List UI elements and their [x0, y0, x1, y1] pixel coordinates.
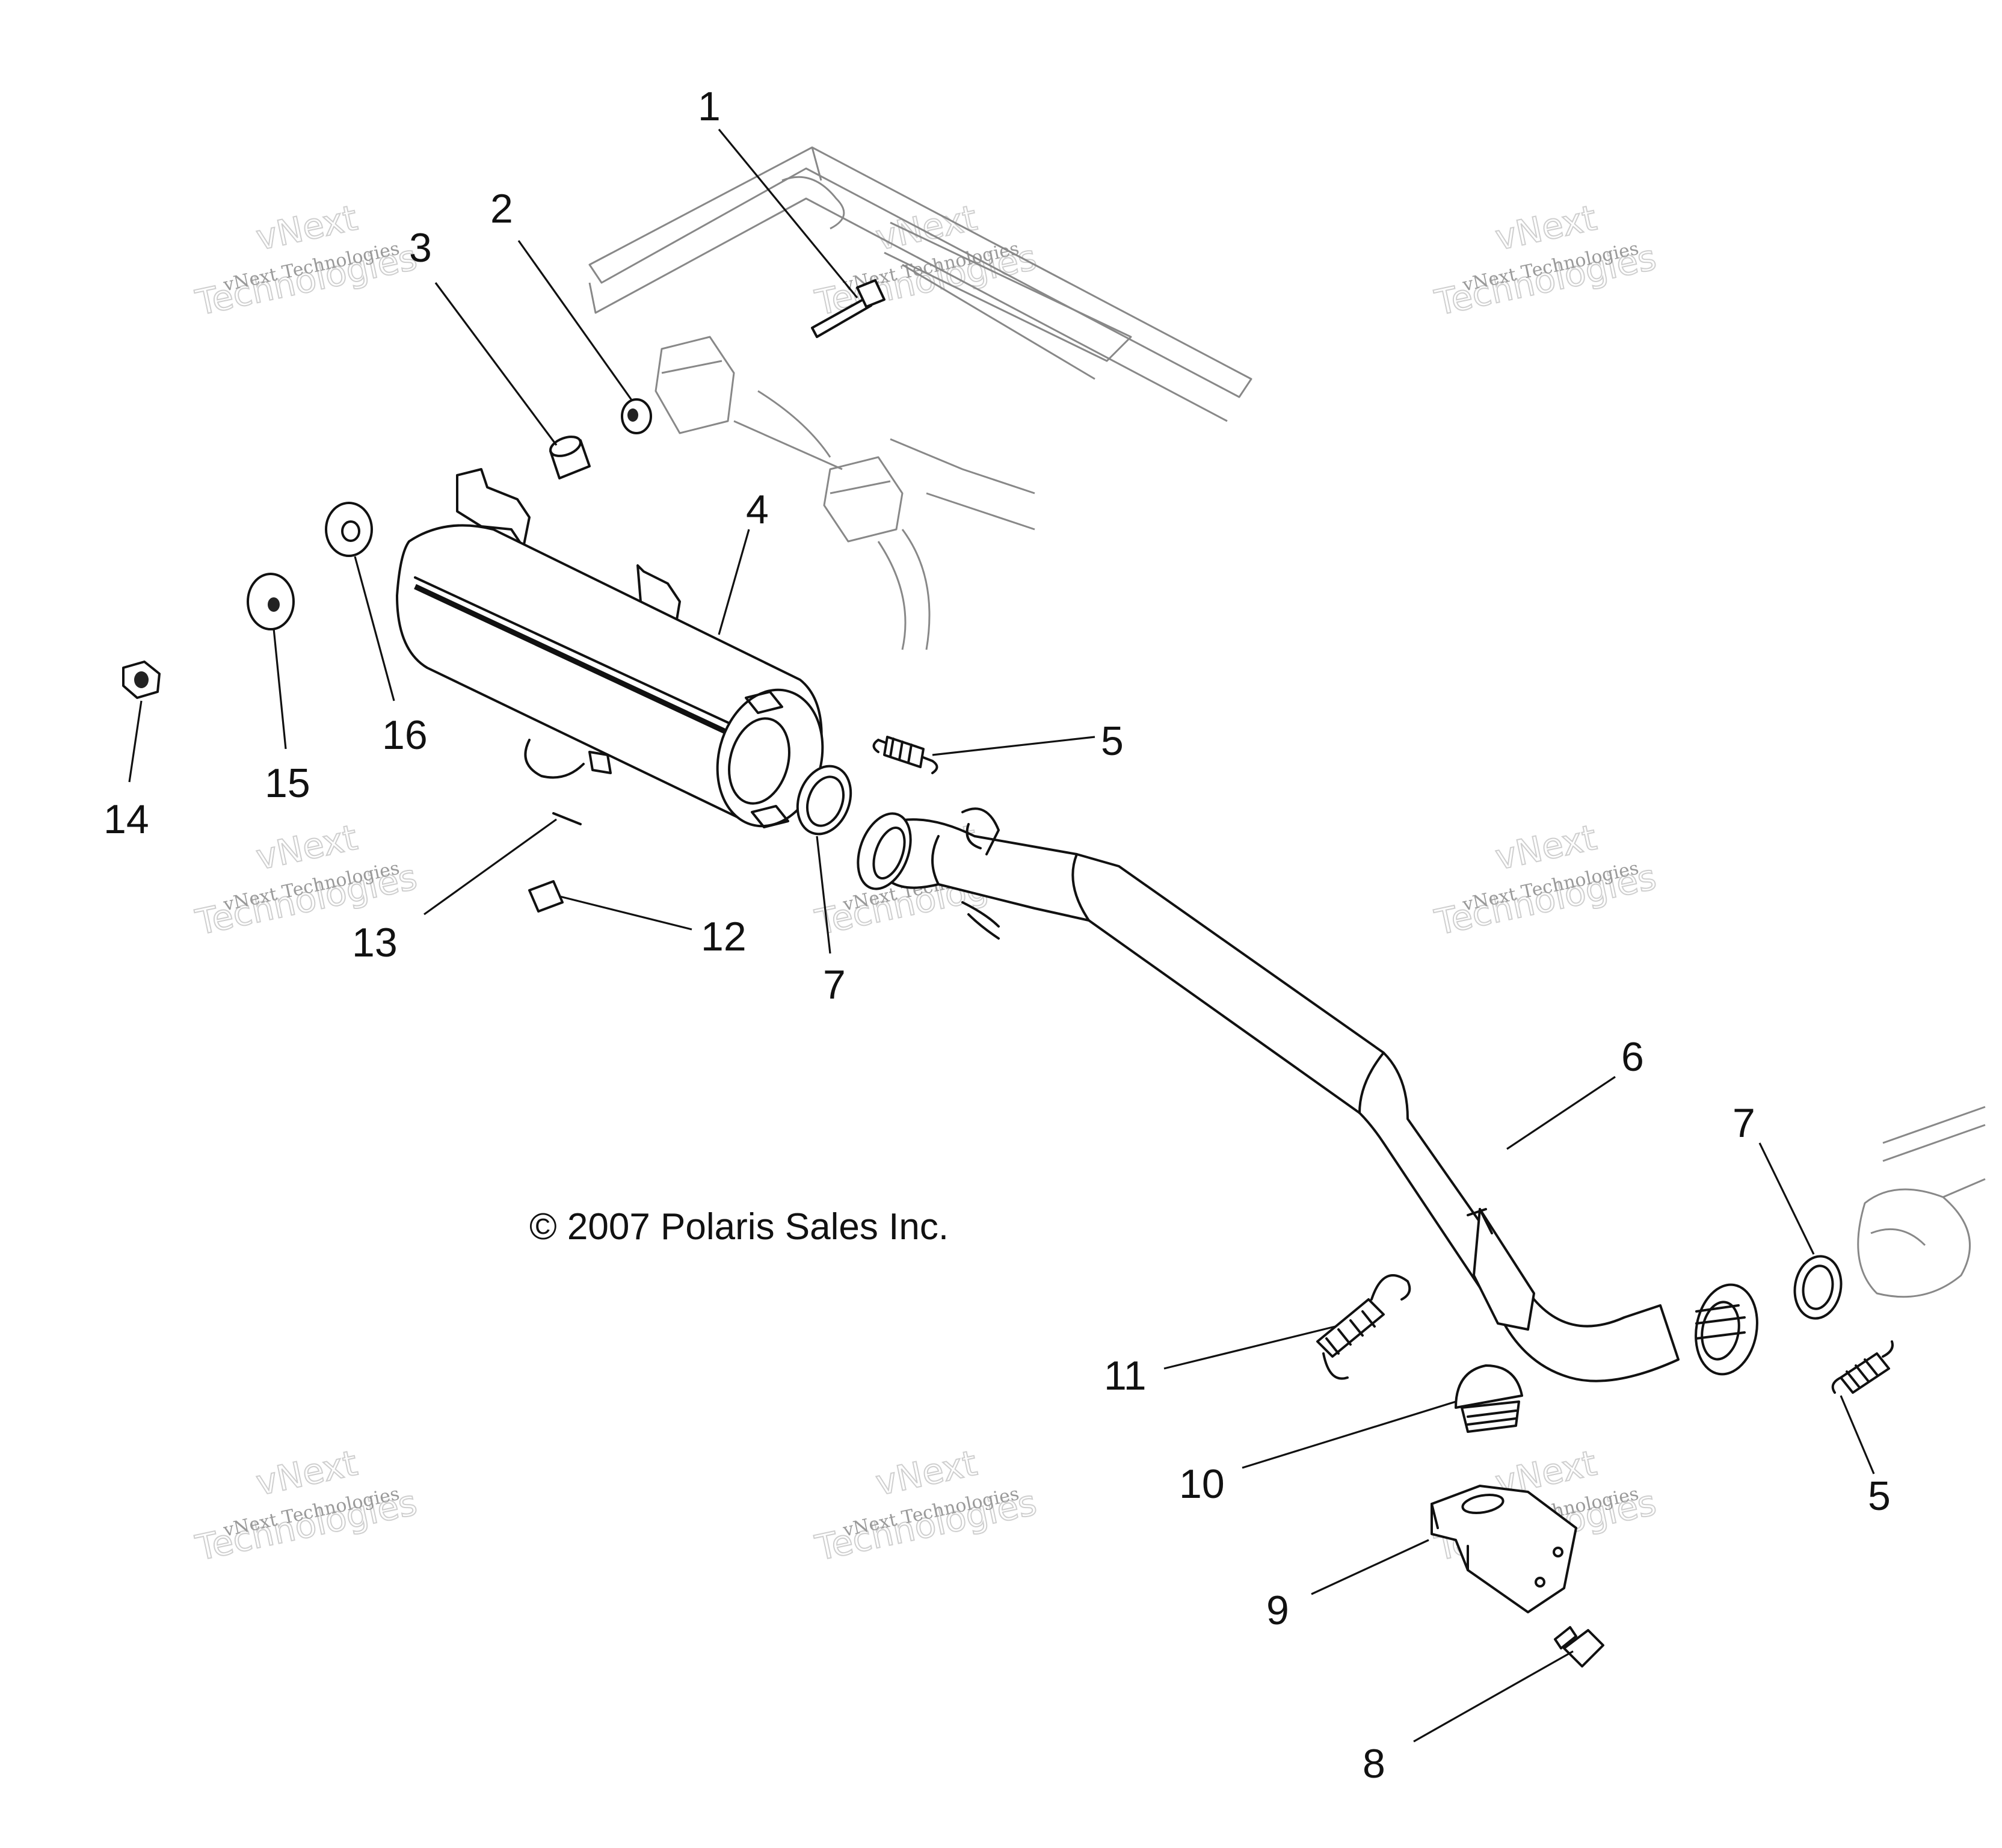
callout-4: 4: [746, 487, 769, 532]
washer-part-15: [247, 573, 295, 630]
leader-2: [517, 240, 633, 401]
spring-part-5a: [872, 736, 938, 774]
callout-9: 9: [1266, 1588, 1289, 1633]
callout-14: 14: [103, 796, 149, 842]
watermark: Technologies vNext vNext Technologies: [811, 1442, 1041, 1569]
leader-16: [354, 556, 395, 701]
callout-1: 1: [698, 84, 721, 129]
leader-13: [424, 818, 557, 916]
copyright-text: © 2007 Polaris Sales Inc.: [529, 1206, 949, 1248]
leader-9: [1311, 1539, 1429, 1595]
callout-5a: 5: [1101, 718, 1124, 764]
damper-part-10: [1455, 1364, 1523, 1433]
callout-12: 12: [701, 914, 747, 959]
leader-7b: [1758, 1142, 1815, 1255]
sleeve-part-3: [549, 436, 591, 479]
callout-2: 2: [490, 186, 513, 232]
cotter-part-13: [552, 812, 582, 825]
spring-part-11: [1316, 1274, 1411, 1380]
leader-12: [559, 895, 692, 931]
leader-10: [1242, 1400, 1456, 1469]
callout-labels: 1 2 3 4 5 5 6 7 7 8 9 10 11 12 13 14 15 …: [103, 84, 1891, 1787]
leader-lines: [128, 128, 1875, 1743]
exhaust-pipe-part-6: [857, 807, 1758, 1382]
watermark: Technologies vNext vNext Technologies: [191, 1442, 421, 1569]
gasket-part-7b: [1793, 1255, 1843, 1320]
callout-5b: 5: [1868, 1473, 1891, 1519]
watermark: Technologies vNext vNext Technologies: [191, 197, 421, 324]
callout-6: 6: [1621, 1034, 1644, 1080]
bolt-part-1: [811, 279, 886, 338]
leader-3: [434, 282, 558, 446]
gasket-part-7a: [796, 765, 852, 836]
leader-14: [128, 700, 143, 783]
pin-part-12: [528, 880, 564, 913]
leader-5b: [1840, 1395, 1875, 1474]
callout-10: 10: [1179, 1461, 1225, 1507]
leader-8: [1413, 1650, 1574, 1743]
muffler-part-4: [396, 468, 824, 828]
leader-1: [718, 128, 858, 299]
spring-part-5b: [1831, 1340, 1894, 1394]
leader-7a: [816, 836, 831, 954]
washer-part-16: [325, 502, 373, 557]
leader-5a: [932, 736, 1095, 756]
callout-3: 3: [409, 225, 432, 271]
callout-13: 13: [352, 920, 398, 966]
leader-6: [1506, 1076, 1616, 1150]
bracket-part-9: [1431, 1485, 1577, 1613]
leader-11: [1163, 1325, 1336, 1370]
frame-ghost: [588, 146, 1986, 1298]
watermark: Technologies vNext vNext Technologies: [1431, 816, 1660, 944]
callout-15: 15: [265, 760, 310, 806]
nut-part-14: [122, 661, 161, 699]
callout-8: 8: [1363, 1741, 1385, 1787]
leader-15: [273, 628, 287, 750]
callout-7a: 7: [823, 962, 846, 1008]
bolt-part-8: [1554, 1626, 1604, 1668]
callout-16: 16: [382, 712, 428, 758]
callout-11: 11: [1104, 1353, 1147, 1399]
leader-4: [718, 529, 750, 635]
watermark: Technologies vNext vNext Technologies: [1431, 197, 1660, 324]
grommet-part-2: [621, 398, 652, 434]
callout-7b: 7: [1732, 1100, 1755, 1146]
